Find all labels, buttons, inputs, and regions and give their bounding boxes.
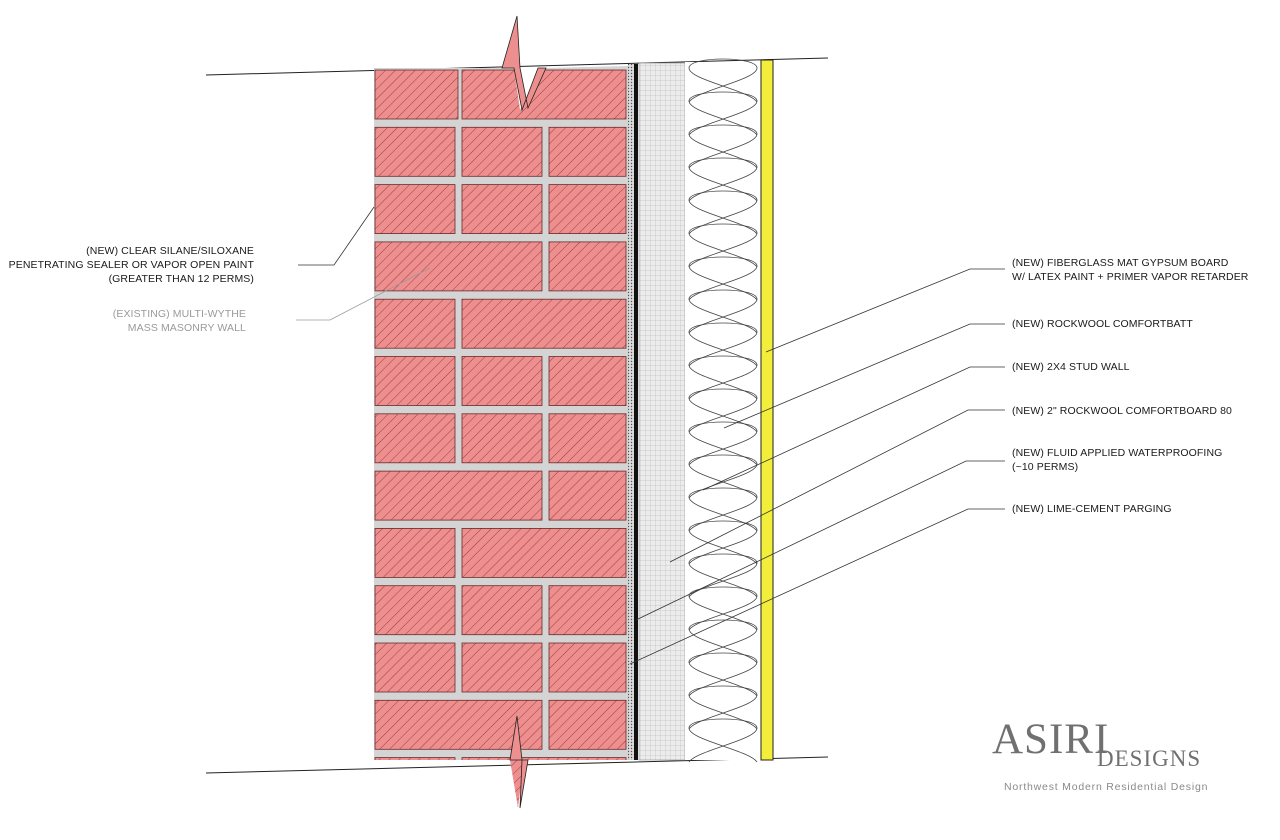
- brick: [374, 413, 456, 464]
- note-stud: (NEW) 2X4 STUD WALL: [1012, 360, 1130, 374]
- logo-tagline: Northwest Modern Residential Design: [1004, 781, 1209, 793]
- note-parging-line-1: (NEW) LIME-CEMENT PARGING: [1012, 503, 1172, 515]
- batt-loop: [688, 157, 758, 202]
- batt-loop: [688, 223, 758, 268]
- brick: [461, 585, 543, 636]
- rockwool-comfortboard: [638, 62, 686, 761]
- masonry-wall: [374, 66, 628, 807]
- brick: [548, 184, 627, 235]
- brick: [461, 528, 627, 578]
- brick: [374, 585, 456, 636]
- lime-cement-parging: [628, 64, 634, 760]
- brick: [374, 757, 456, 807]
- brick: [374, 126, 456, 177]
- note-sealer: (NEW) CLEAR SILANE/SILOXANE PENETRATING …: [8, 244, 254, 286]
- brick: [548, 585, 627, 636]
- note-comfortboard: (NEW) 2" ROCKWOOL COMFORTBOARD 80: [1012, 404, 1232, 418]
- break-symbol-top: [501, 15, 547, 112]
- brick: [548, 470, 627, 521]
- batt-loop: [688, 421, 758, 466]
- note-sealer-line-2: PENETRATING SEALER OR VAPOR OPEN PAINT: [8, 259, 254, 271]
- note-stud-line-1: (NEW) 2X4 STUD WALL: [1012, 361, 1130, 373]
- leader-comfortbatt: [723, 323, 1005, 429]
- batt-loop: [688, 652, 758, 697]
- brick: [548, 356, 627, 406]
- note-sealer-line-3: (GREATER THAN 12 PERMS): [108, 273, 254, 285]
- leader-parging: [629, 508, 1005, 665]
- note-sealer-line-1: (NEW) CLEAR SILANE/SILOXANE: [86, 245, 254, 257]
- leader-waterproofing: [635, 460, 1005, 621]
- note-masonry: (EXISTING) MULTI-WYTHE MASS MASONRY WALL: [40, 307, 246, 335]
- batt-loop: [688, 355, 758, 400]
- batt-loop: [688, 190, 758, 235]
- batt-loop: [688, 124, 758, 169]
- note-waterproofing: (NEW) FLUID APPLIED WATERPROOFING (~10 P…: [1012, 446, 1222, 474]
- brick: [548, 642, 627, 693]
- fluid-applied-waterproofing: [634, 64, 638, 760]
- note-gypsum-line-1: (NEW) FIBERGLASS MAT GYPSUM BOARD: [1012, 257, 1229, 269]
- brick: [374, 470, 543, 521]
- batt-loop: [688, 256, 758, 301]
- brick: [374, 298, 456, 349]
- note-waterproofing-line-1: (NEW) FLUID APPLIED WATERPROOFING: [1012, 447, 1223, 459]
- leader-masonry: [296, 267, 431, 321]
- brick: [461, 642, 543, 693]
- logo-name-main: ASIRI: [992, 716, 1110, 763]
- leader-sealer: [298, 206, 375, 266]
- brick: [461, 757, 627, 807]
- logo-name-sub: DESIGNS: [1097, 746, 1202, 771]
- batt-loop: [688, 388, 758, 433]
- batt-loop: [688, 586, 758, 631]
- brick: [548, 126, 627, 177]
- leader-comfortboard: [669, 409, 1005, 563]
- brick: [374, 356, 456, 406]
- note-parging: (NEW) LIME-CEMENT PARGING: [1012, 502, 1172, 516]
- brick: [461, 356, 543, 406]
- leader-gypsum: [765, 268, 1005, 353]
- batt-loop: [688, 685, 758, 730]
- note-masonry-line-1: (EXISTING) MULTI-WYTHE: [112, 308, 246, 320]
- batt-loop: [688, 553, 758, 598]
- note-comfortbatt-line-1: (NEW) ROCKWOOL COMFORTBATT: [1012, 318, 1193, 330]
- brick: [548, 699, 627, 750]
- brick: [548, 241, 627, 292]
- batt-loop: [688, 619, 758, 664]
- brick: [461, 298, 627, 349]
- brick: [461, 413, 543, 464]
- brick: [374, 241, 543, 292]
- brick: [548, 413, 627, 464]
- brick: [374, 69, 459, 120]
- batt-loop: [688, 718, 758, 763]
- batt-loop: [688, 322, 758, 367]
- leader-stud: [702, 366, 1005, 491]
- batt-loop: [688, 520, 758, 565]
- batt-loop: [688, 58, 758, 103]
- brick: [461, 126, 543, 177]
- brick: [374, 642, 456, 693]
- brick: [461, 184, 543, 235]
- stud-cavity: [685, 62, 761, 760]
- note-waterproofing-line-2: (~10 PERMS): [1012, 461, 1079, 473]
- note-gypsum: (NEW) FIBERGLASS MAT GYPSUM BOARD W/ LAT…: [1012, 256, 1249, 284]
- brick: [374, 184, 456, 235]
- note-comfortbatt: (NEW) ROCKWOOL COMFORTBATT: [1012, 317, 1193, 331]
- brick: [461, 69, 627, 120]
- batt-loop: [688, 289, 758, 334]
- note-masonry-line-2: MASS MASONRY WALL: [127, 322, 246, 334]
- batt-loop: [688, 91, 758, 136]
- rockwool-comfortbatt: [688, 58, 758, 763]
- break-symbol-bottom: [509, 715, 529, 809]
- note-gypsum-line-2: W/ LATEX PAINT + PRIMER VAPOR RETARDER: [1012, 271, 1249, 283]
- note-comfortboard-line-1: (NEW) 2" ROCKWOOL COMFORTBOARD 80: [1012, 405, 1232, 417]
- brick: [374, 528, 456, 578]
- leader-lines: [296, 206, 1005, 665]
